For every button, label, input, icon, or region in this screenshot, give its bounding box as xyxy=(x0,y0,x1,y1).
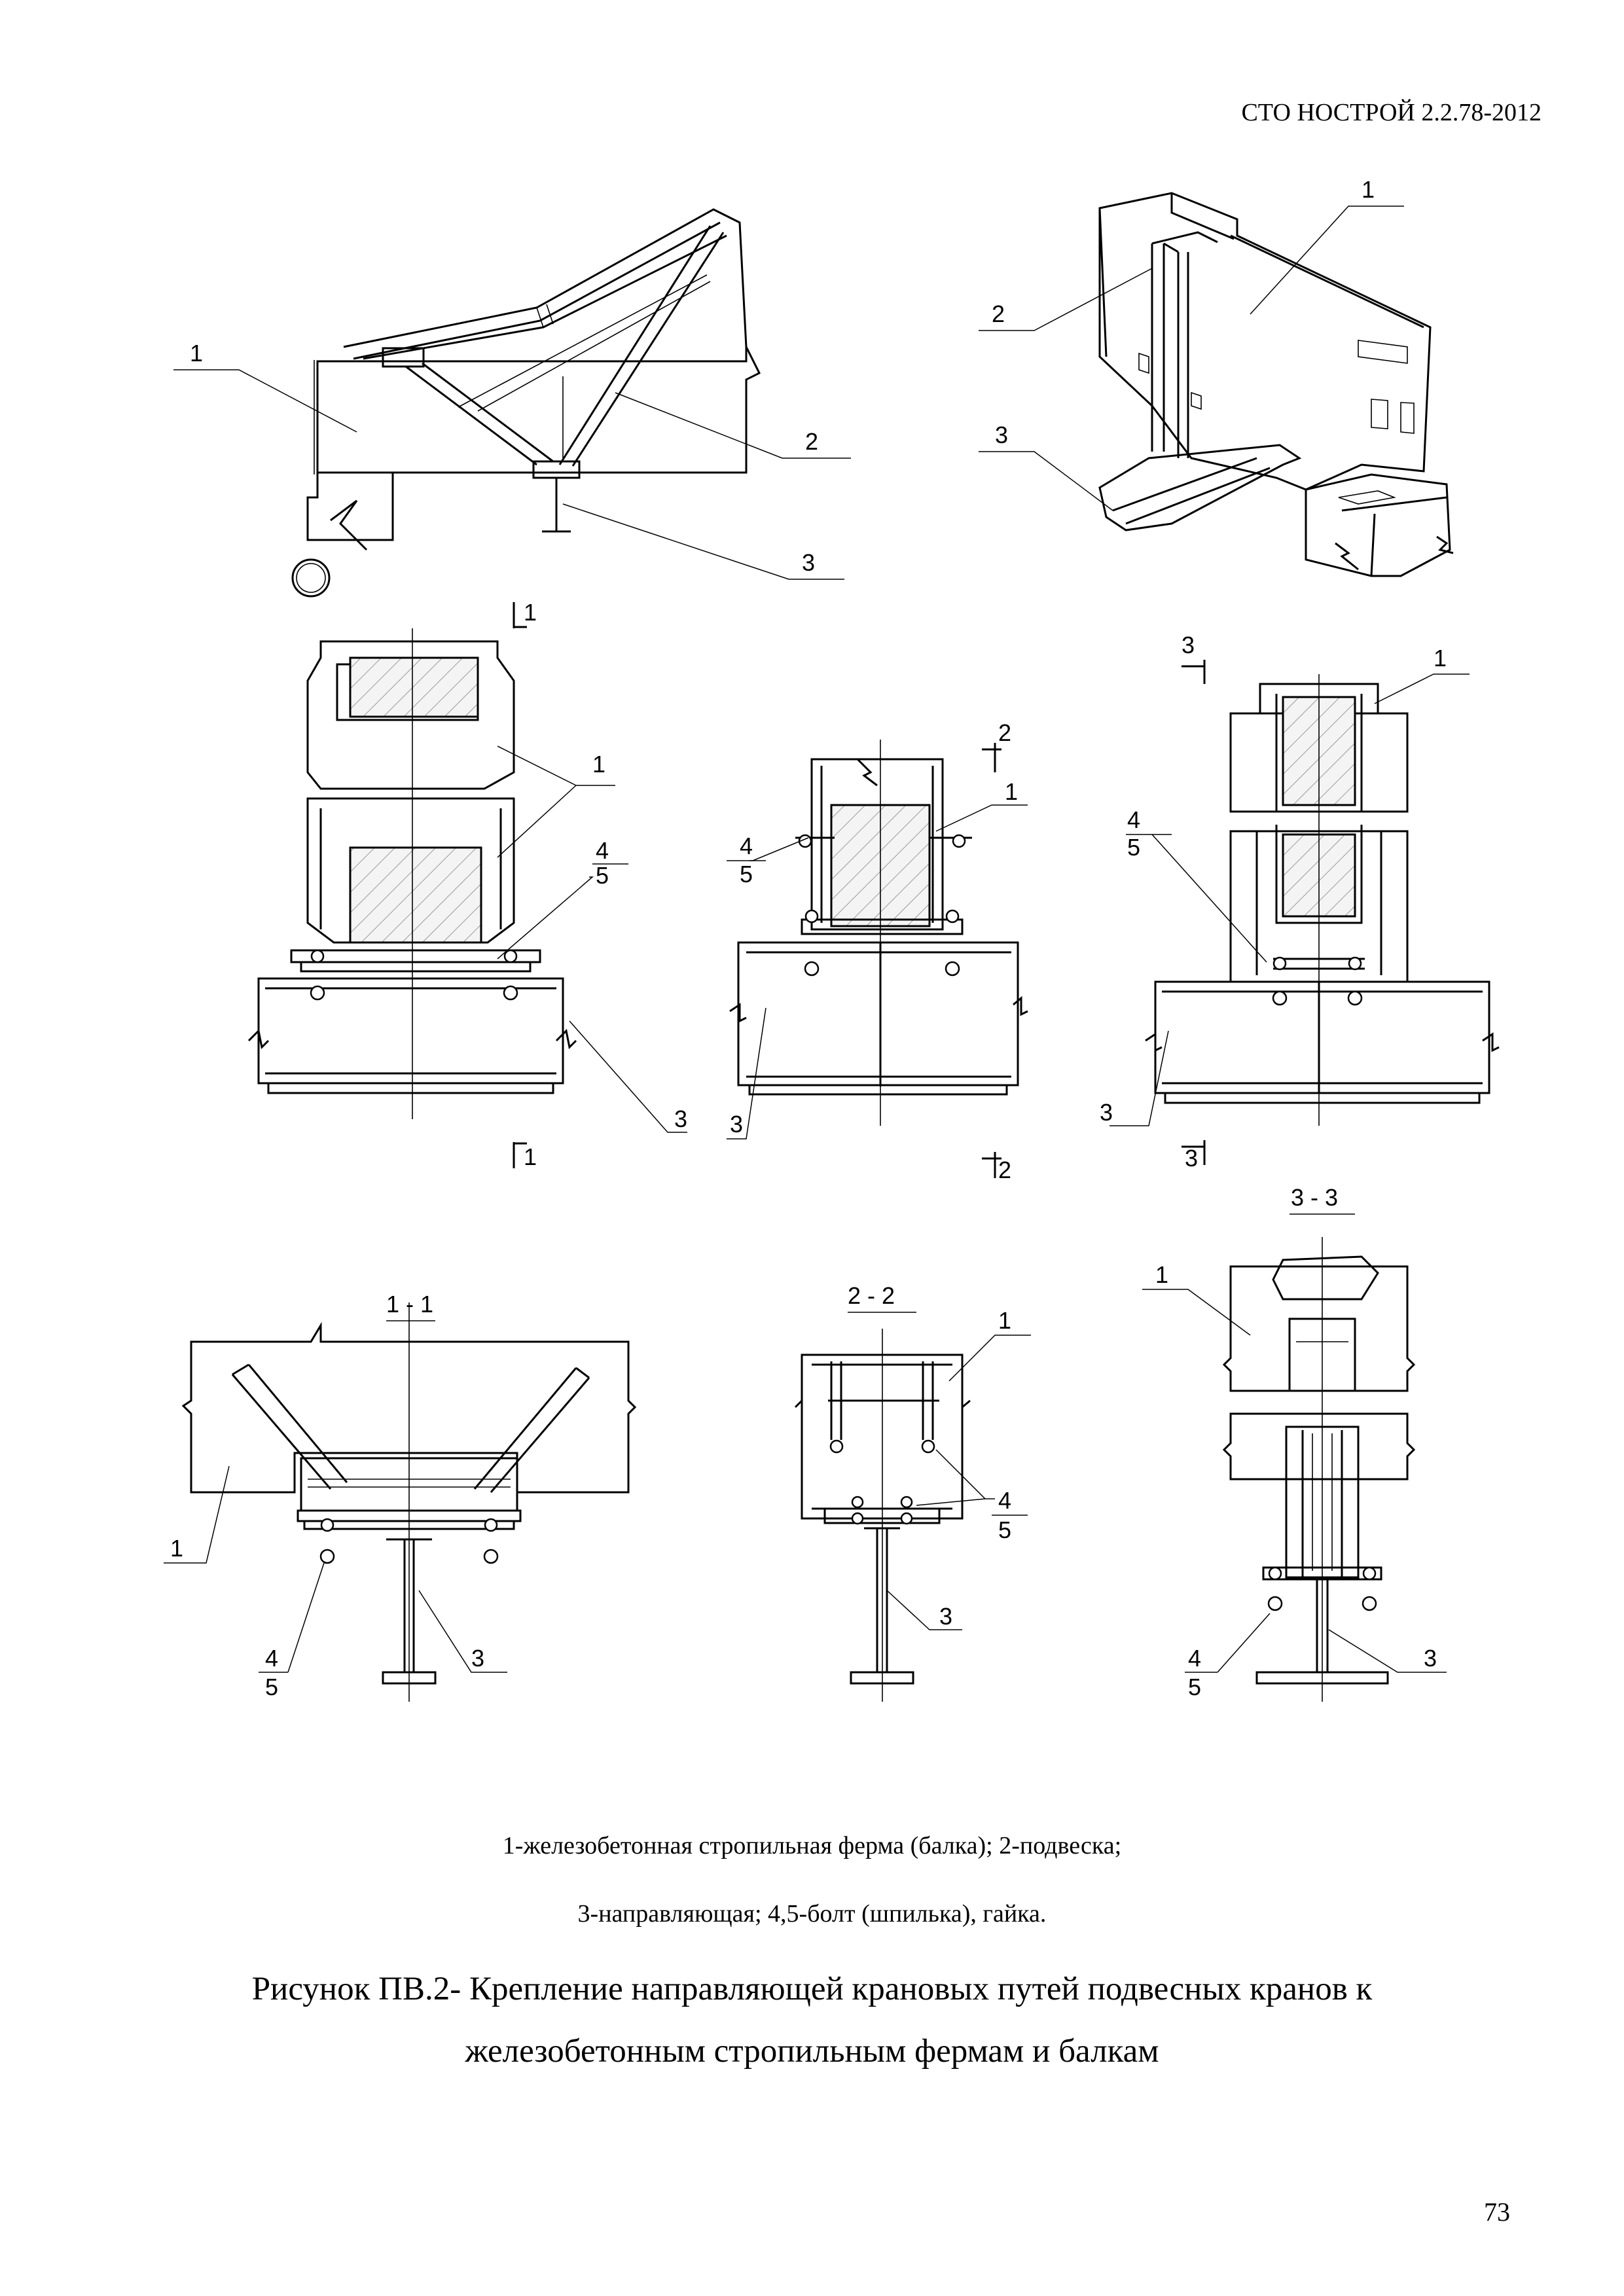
callout-2: 2 xyxy=(992,300,1005,327)
section-mark-1-bottom: 1 xyxy=(524,1143,537,1170)
document-code: СТО НОСТРОЙ 2.2.78-2012 xyxy=(1241,99,1542,126)
section-title-2-2: 2 - 2 xyxy=(848,1282,895,1309)
callout-5: 5 xyxy=(265,1674,278,1700)
callout-5: 5 xyxy=(1188,1674,1201,1700)
figure-caption-line-1: Рисунок ПВ.2- Крепление направляющей кра… xyxy=(251,1971,1373,2007)
callout-1: 1 xyxy=(1155,1261,1168,1288)
legend-line-1: 1-железобетонная стропильная ферма (балк… xyxy=(502,1832,1122,1859)
callout-5: 5 xyxy=(998,1516,1011,1543)
callout-1: 1 xyxy=(170,1535,183,1562)
callout-4: 4 xyxy=(998,1487,1011,1514)
section-mark-3-bottom: 3 xyxy=(1185,1145,1198,1172)
callout-1: 1 xyxy=(1434,645,1447,672)
section-title-3-3: 3 - 3 xyxy=(1291,1184,1338,1211)
callout-5: 5 xyxy=(740,861,753,888)
callout-3: 3 xyxy=(1424,1645,1437,1672)
callout-1: 1 xyxy=(592,751,605,778)
technical-drawing: 1 2 3 xyxy=(164,176,1500,1702)
legend-line-2: 3-направляющая; 4,5-болт (шпилька), гайк… xyxy=(577,1900,1047,1928)
view-truss-isometric: 1 2 3 xyxy=(173,208,851,598)
section-mark-1-top: 1 xyxy=(524,599,537,626)
callout-3: 3 xyxy=(939,1603,952,1630)
callout-3: 3 xyxy=(1100,1099,1113,1126)
callout-1: 1 xyxy=(1362,176,1375,203)
callout-5: 5 xyxy=(596,862,609,889)
callout-4: 4 xyxy=(596,837,609,864)
section-1-1: 1 - 1 1 4 5 3 xyxy=(164,1291,637,1702)
callout-2: 2 xyxy=(805,428,818,455)
section-3-3: 3 - 3 1 4 5 3 xyxy=(1142,1184,1447,1702)
callout-4: 4 xyxy=(1188,1645,1201,1672)
callout-1: 1 xyxy=(998,1307,1011,1334)
callout-3: 3 xyxy=(674,1105,687,1132)
callout-1: 1 xyxy=(1005,778,1018,805)
section-2-2: 2 - 2 1 4 5 3 xyxy=(794,1282,1031,1702)
callout-4: 4 xyxy=(265,1645,278,1672)
view-double-truss: 1 1 1 4 5 3 xyxy=(247,599,687,1170)
section-mark-2-bottom: 2 xyxy=(998,1157,1011,1183)
callout-4: 4 xyxy=(1127,806,1140,833)
callout-1: 1 xyxy=(190,340,203,367)
callout-3: 3 xyxy=(471,1645,484,1672)
page-number: 73 xyxy=(1484,2197,1510,2227)
section-title-1-1: 1 - 1 xyxy=(386,1291,433,1318)
callout-4: 4 xyxy=(740,833,753,859)
figure-caption-line-2: железобетонным стропильным фермам и балк… xyxy=(465,2033,1159,2070)
callout-3: 3 xyxy=(730,1111,743,1138)
callout-5: 5 xyxy=(1127,834,1140,861)
section-mark-3-top: 3 xyxy=(1182,632,1195,658)
section-mark-2-top: 2 xyxy=(998,719,1011,746)
view-beam-isometric: 1 2 3 xyxy=(979,176,1454,577)
callout-3: 3 xyxy=(802,549,815,576)
callout-3: 3 xyxy=(995,422,1008,448)
view-single-truss: 2 2 1 4 5 3 xyxy=(727,719,1028,1183)
view-double-truss-cut-3: 3 3 1 4 5 3 xyxy=(1100,632,1500,1172)
